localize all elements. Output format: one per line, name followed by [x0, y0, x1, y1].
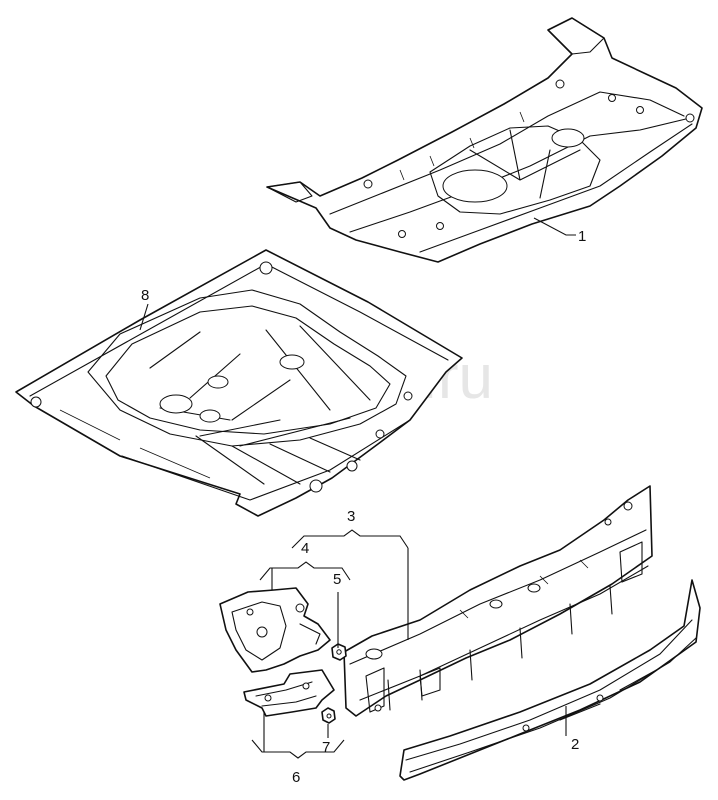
callout-2: 2	[571, 736, 579, 753]
nut-part-7	[321, 707, 336, 724]
rear-crossmember	[399, 579, 701, 781]
bracket-lower	[243, 669, 335, 717]
callout-1: 1	[578, 228, 586, 245]
rear-floor-pan	[15, 249, 463, 517]
callout-3: 3	[347, 508, 355, 525]
callout-5: 5	[333, 571, 341, 588]
bracket-upper	[219, 587, 331, 673]
callout-4: 4	[301, 540, 309, 557]
callout-7: 7	[322, 739, 330, 756]
callout-labels: 1 2 3 4 5 6 7 8	[141, 228, 586, 786]
nut-part-5	[331, 643, 347, 661]
leader-lines	[139, 217, 576, 759]
callout-6: 6	[292, 769, 300, 786]
callout-8: 8	[141, 287, 149, 304]
rear-parcel-shelf	[266, 17, 703, 263]
